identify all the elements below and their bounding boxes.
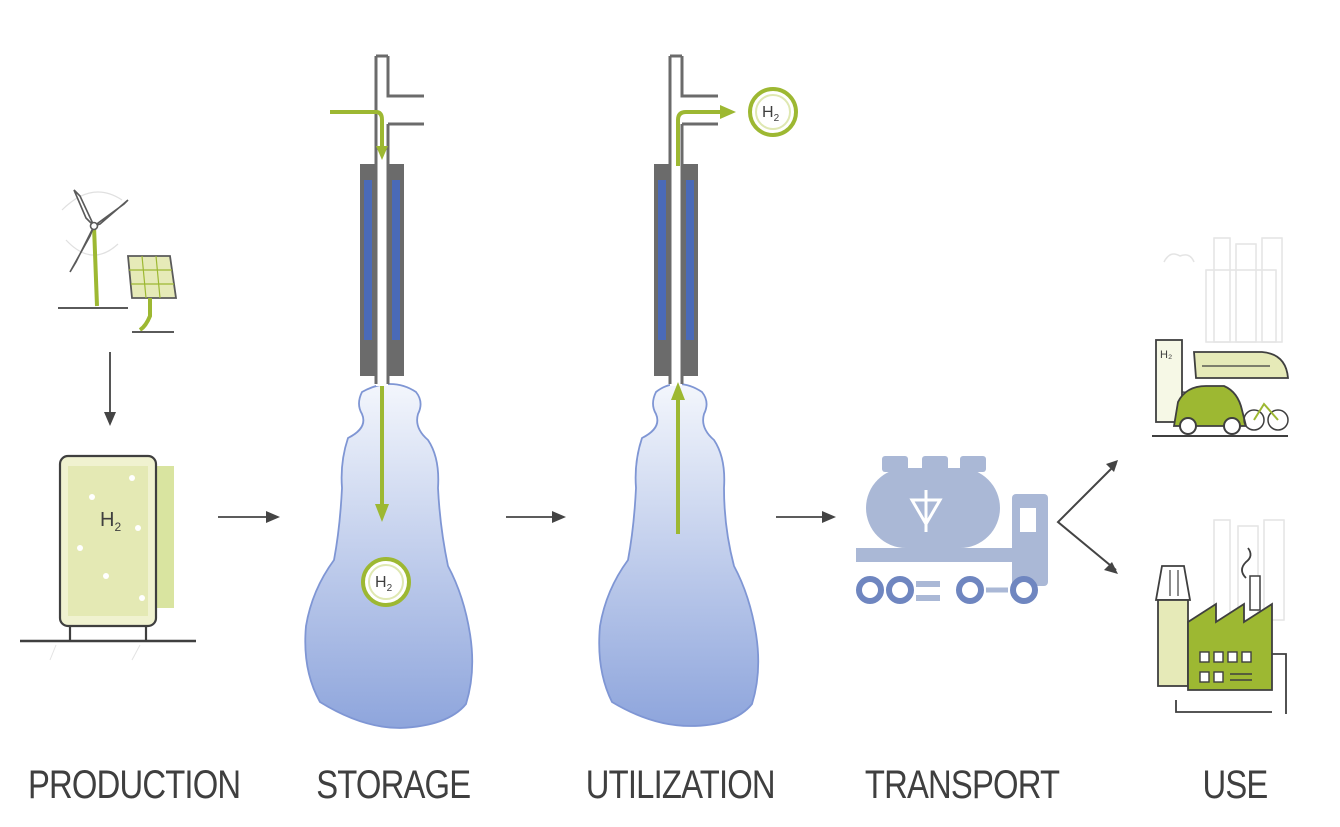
utilization-extraction-arrow [671,105,736,534]
wind-turbine-icon [58,189,129,309]
storage-cavern [304,383,474,729]
svg-text:H2: H2 [762,104,780,124]
storage-injection-arrow [330,110,389,522]
utilization-wellhead-pipe [654,54,718,386]
stage-label-transport: TRANSPORT [864,763,1060,807]
production-down-arrow [104,352,116,426]
stage-label-use: USE [1202,763,1269,807]
storage-wellhead-pipe [360,54,424,386]
factory-icon [1154,519,1287,714]
flow-split-arrow [1056,460,1118,574]
stage-label-storage: STORAGE [316,763,471,807]
electrolyzer-h2-label: H2 [100,509,121,534]
mobility-icon: H₂ [1152,237,1289,437]
tanker-truck-icon [856,456,1048,604]
svg-text:H2: H2 [375,574,393,594]
stage-label-production: PRODUCTION [28,763,241,807]
utilization-h2-molecule-icon: H2 [748,87,798,137]
flow-arrow-production-storage [218,511,280,523]
station-h2-sign: H₂ [1160,349,1172,361]
flow-arrow-utilization-transport [776,511,836,523]
electrolyzer-icon: H2 [20,454,196,661]
flow-arrow-storage-utilization [506,511,566,523]
storage-h2-molecule-icon: H2 [361,557,411,607]
utilization-cavern [598,383,760,727]
solar-panel-icon [127,255,178,333]
stage-label-utilization: UTILIZATION [585,763,776,807]
